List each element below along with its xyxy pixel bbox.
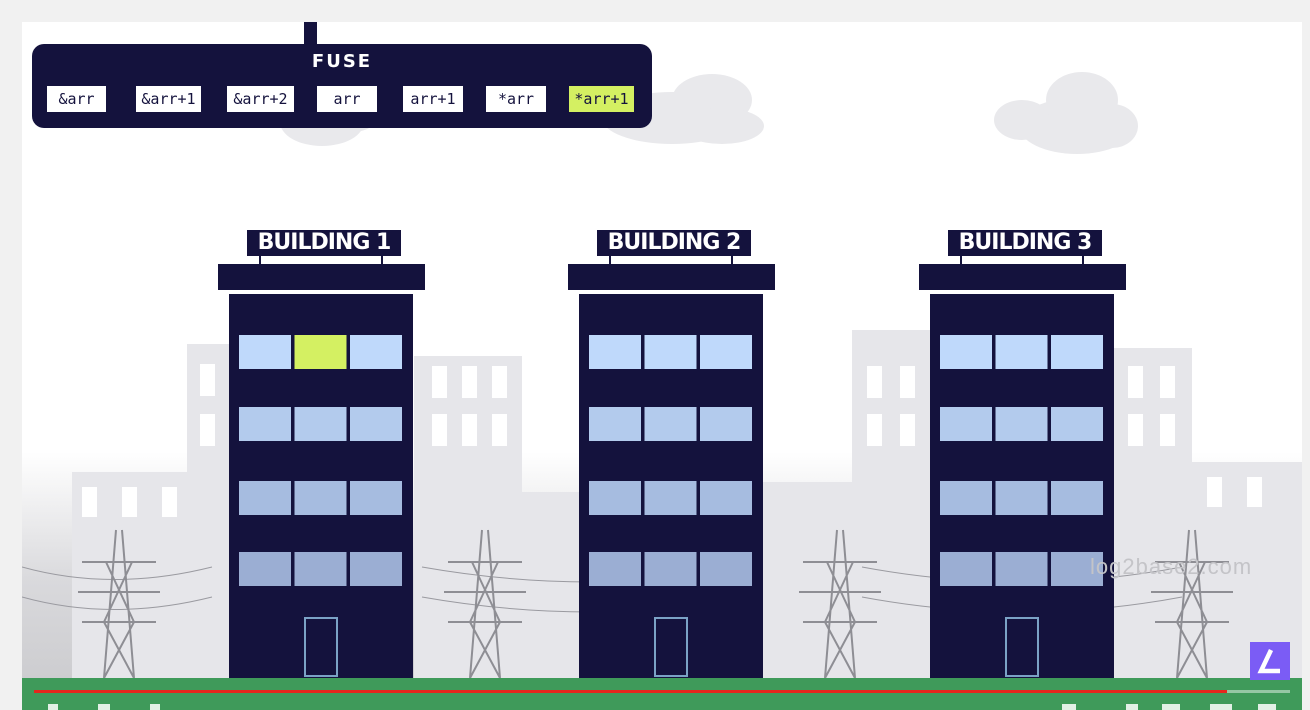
window [589,552,641,586]
pylon-icon [444,529,526,679]
building-door [654,617,688,677]
window [644,481,697,515]
window [239,335,291,369]
pylon-icon [78,529,160,679]
window [294,552,347,586]
window [644,407,697,441]
fuse-title: FUSE [311,51,373,72]
progress-bar-played [34,690,1228,693]
window [239,407,291,441]
hd-badge-icon[interactable] [1126,704,1138,710]
window [644,335,697,369]
building-door [304,617,338,677]
fuse-option[interactable]: &arr+2 [227,86,294,112]
window [239,481,291,515]
window [239,552,291,586]
fuse-option[interactable]: *arr+1 [569,86,634,112]
building-label: BUILDING 3 [948,230,1102,256]
progress-bar[interactable] [34,690,1290,693]
fuse-panel: FUSE &arr&arr+1&arr+2 arr arr+1 *arr *arr+1 [32,44,652,128]
next-icon[interactable] [98,704,110,710]
building [218,256,425,678]
background-windows [82,364,1262,517]
pylon-icon [799,529,881,679]
window [995,407,1048,441]
window [294,481,347,515]
sign-post [259,256,261,266]
fuse-option[interactable]: arr+1 [403,86,463,112]
building-door [1005,617,1039,677]
window [589,335,641,369]
window [1051,481,1103,515]
window [294,407,347,441]
window [700,481,752,515]
window [1051,335,1103,369]
cloud-icon [994,72,1138,154]
window [700,335,752,369]
building-roof [218,264,425,290]
main-buildings [218,256,1126,678]
play-icon[interactable] [48,704,58,710]
window [700,407,752,441]
building-label: BUILDING 1 [247,230,401,256]
window [940,407,992,441]
fuse-wire [304,22,317,46]
window [589,407,641,441]
ground [22,678,1302,710]
window-highlighted [294,335,347,369]
window [350,335,402,369]
watermark: log2base2.com [1090,554,1253,579]
window [995,552,1048,586]
sign-post [609,256,611,266]
sign-post [381,256,383,266]
window [700,552,752,586]
fuse-option[interactable]: arr [317,86,377,112]
fullscreen-icon[interactable] [1258,704,1276,710]
sign-post [731,256,733,266]
building-roof [568,264,775,290]
window [1051,552,1103,586]
settings-icon[interactable] [1062,704,1076,710]
log2base2-logo-icon[interactable] [1250,642,1290,680]
window [1051,407,1103,441]
window [350,481,402,515]
building [568,256,775,678]
building [919,256,1126,678]
player-controls [22,702,1302,710]
window [995,335,1048,369]
fuse-option[interactable]: &arr+1 [136,86,201,112]
sign-post [1082,256,1084,266]
sign-post [960,256,962,266]
window [644,552,697,586]
window [940,481,992,515]
fuse-option[interactable]: *arr [486,86,546,112]
window [940,552,992,586]
window [350,407,402,441]
building-roof [919,264,1126,290]
window [350,552,402,586]
window [589,481,641,515]
miniplayer-icon[interactable] [1162,704,1180,710]
theater-icon[interactable] [1210,704,1232,710]
fuse-option[interactable]: &arr [47,86,106,112]
pylon-icon [1151,529,1233,679]
volume-icon[interactable] [150,704,160,710]
building-label: BUILDING 2 [597,230,751,256]
window [995,481,1048,515]
window [940,335,992,369]
